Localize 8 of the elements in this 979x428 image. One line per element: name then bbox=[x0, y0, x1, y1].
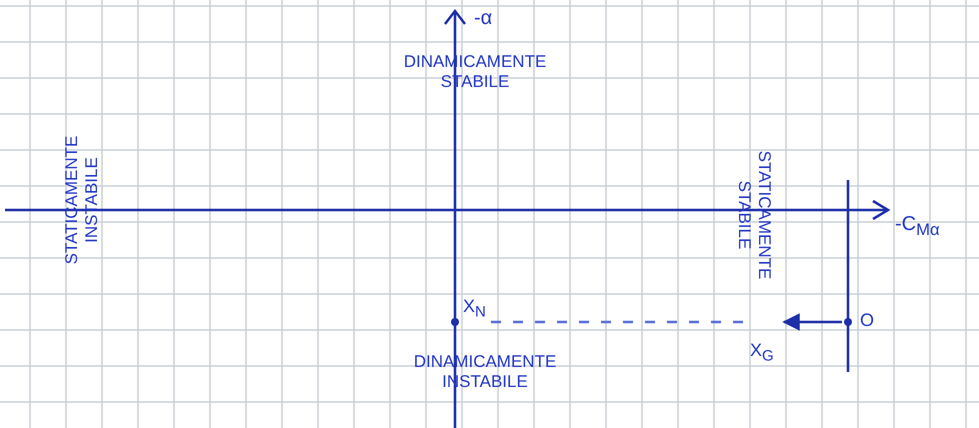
axis-label: -C$_{Mα}$ bbox=[895, 214, 940, 240]
axis-label: -α bbox=[474, 8, 492, 28]
point-label: X$_{G}$ bbox=[750, 340, 774, 365]
point-label: O bbox=[860, 310, 874, 331]
arrow bbox=[782, 313, 842, 331]
region-label: STATICAMENTE INSTABILE bbox=[62, 134, 102, 266]
region-label: STATICAMENTE STABILE bbox=[734, 150, 774, 282]
point-label: X$_{N}$ bbox=[463, 296, 486, 321]
